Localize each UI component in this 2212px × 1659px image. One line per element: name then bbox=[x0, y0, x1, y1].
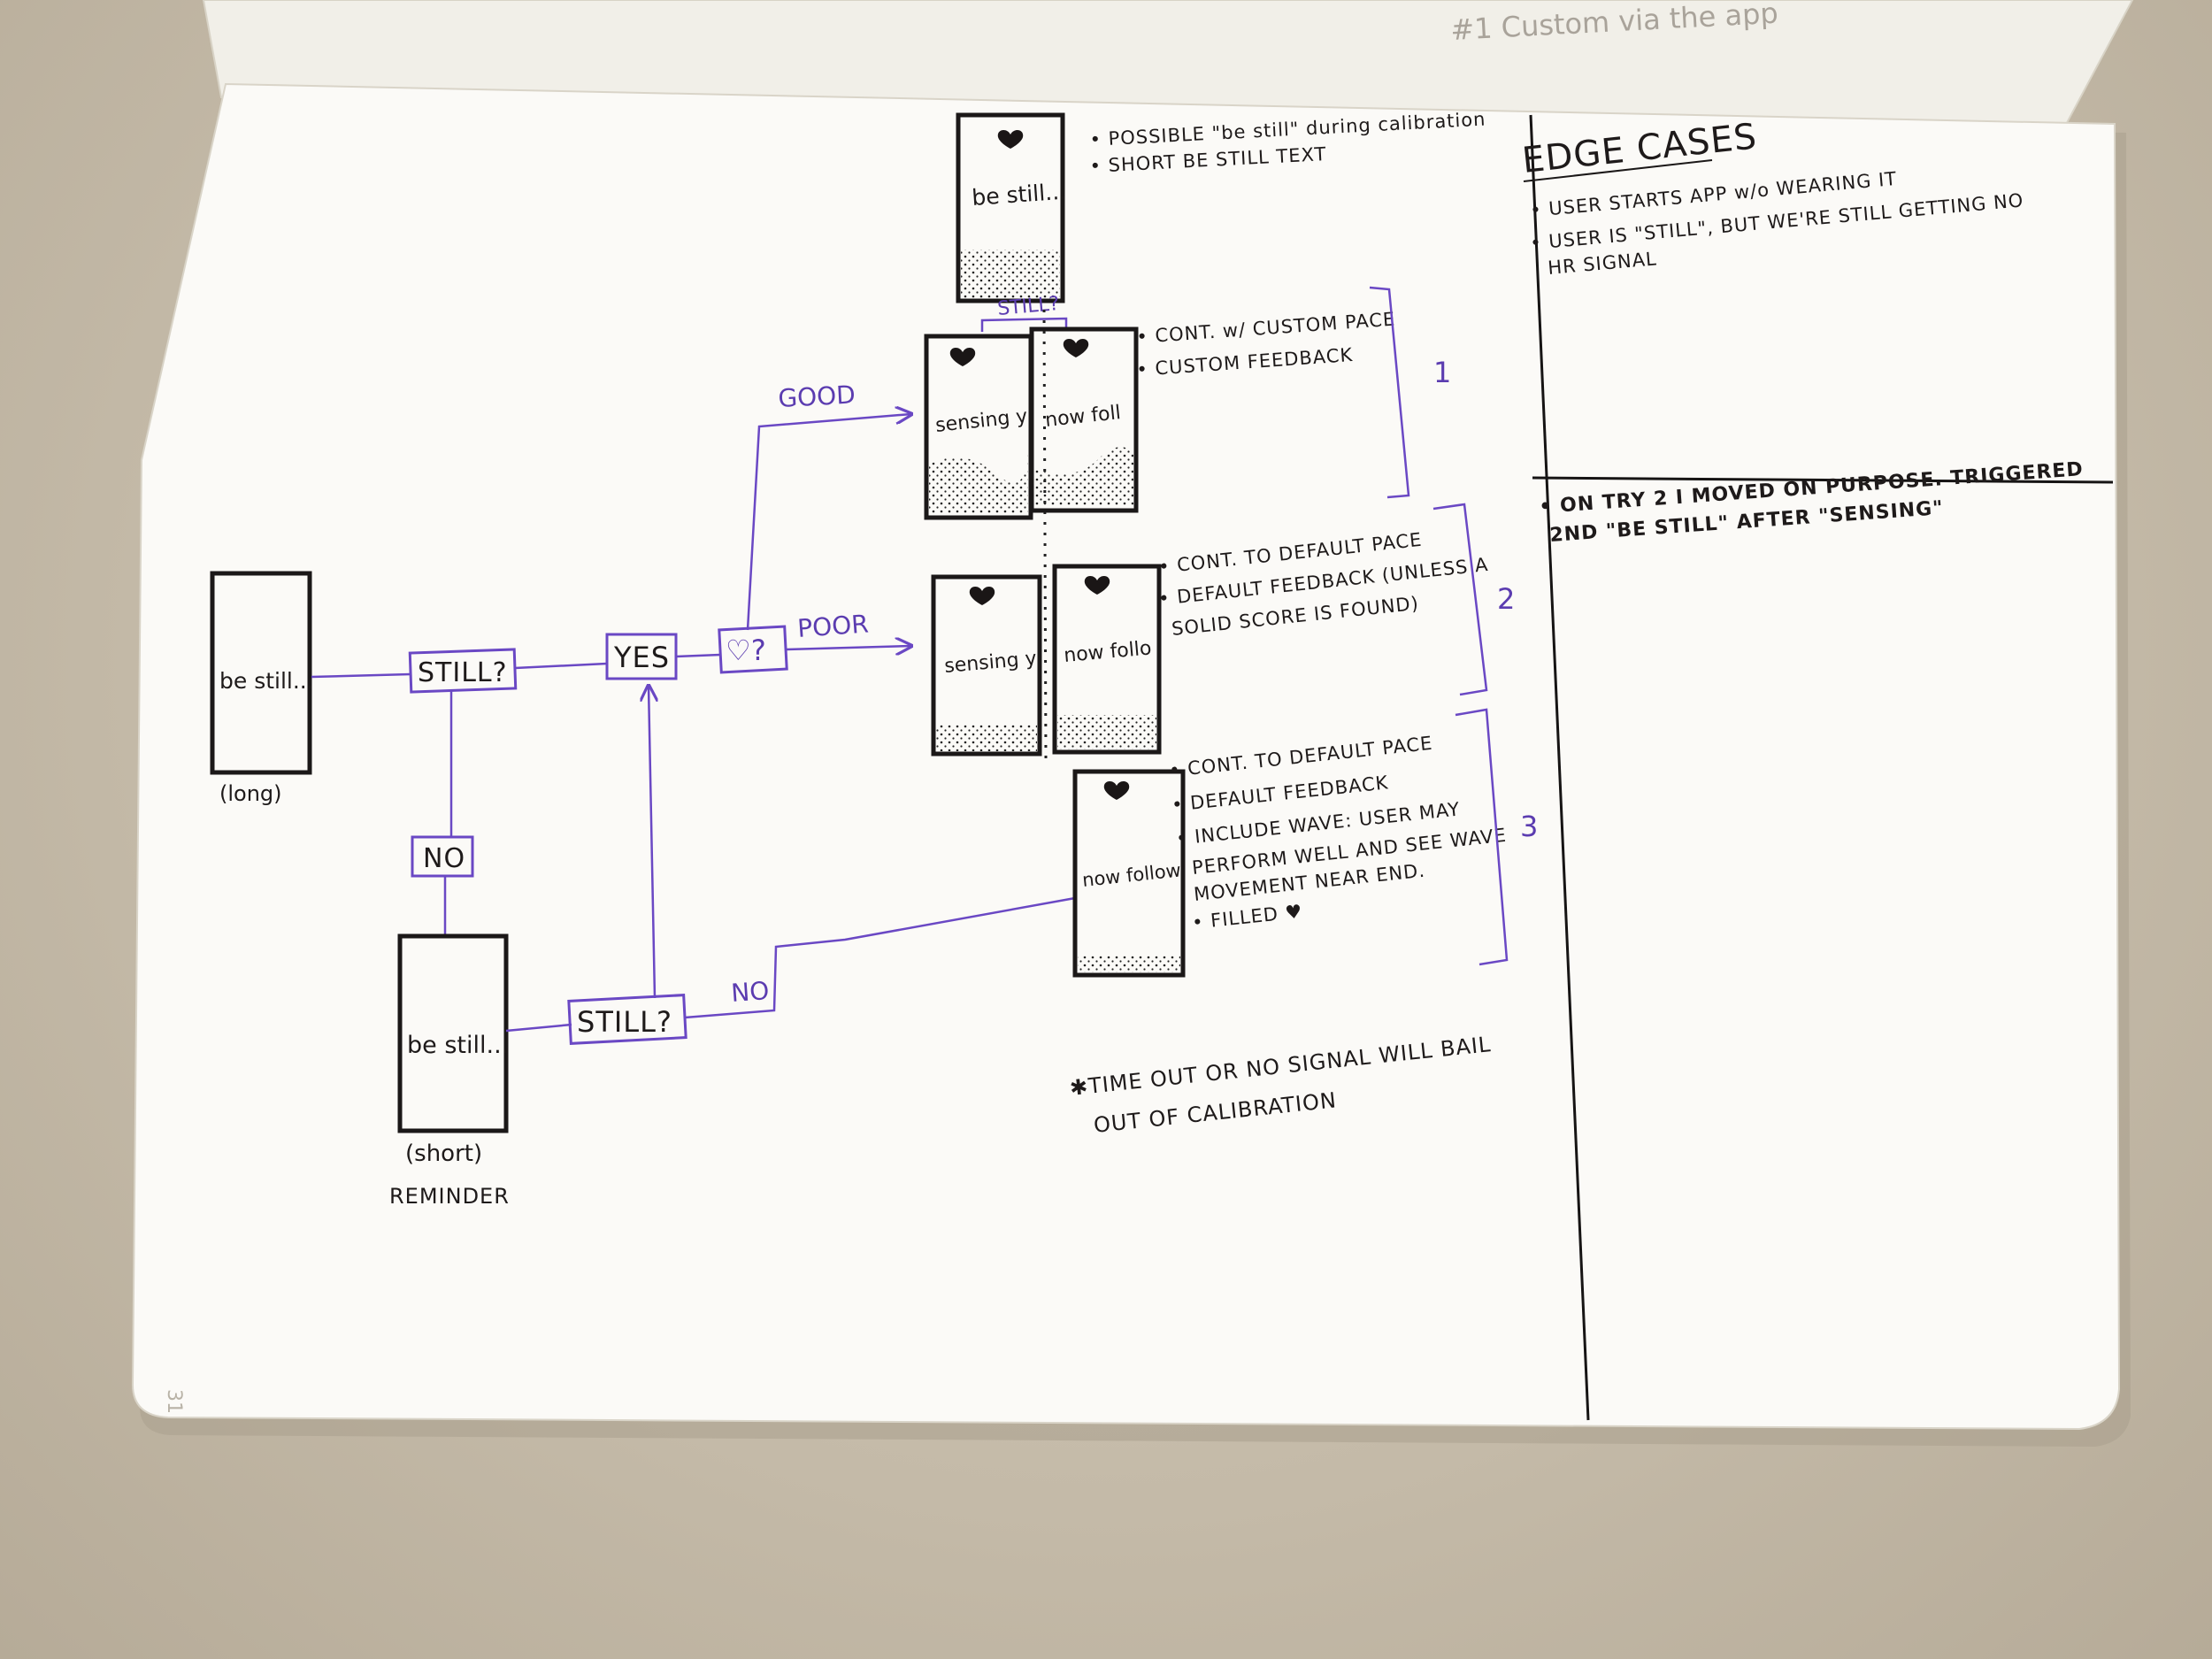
decision-still-2: STILL? bbox=[577, 1005, 672, 1039]
case2-screen-b bbox=[1052, 564, 1162, 755]
decision-still-1-box bbox=[408, 648, 518, 694]
case3-heart-icon bbox=[1103, 780, 1130, 800]
case2-heart-icon bbox=[969, 586, 995, 605]
decision-still-2-box bbox=[567, 994, 687, 1045]
decision-no-1: NO bbox=[423, 843, 465, 874]
case1-number: 1 bbox=[1433, 356, 1451, 389]
reminder-screen-caption: (short) bbox=[405, 1141, 482, 1167]
case3-screen bbox=[1072, 769, 1186, 978]
reminder-screen-short bbox=[397, 933, 509, 1133]
top-screen-heart-icon bbox=[997, 129, 1024, 149]
case1-screen-b bbox=[1029, 326, 1139, 513]
case2-b-heart-icon bbox=[1084, 575, 1110, 595]
still-check-label: STILL? bbox=[996, 293, 1060, 320]
decision-no-2: NO bbox=[730, 976, 770, 1008]
page-number: 31 bbox=[163, 1389, 185, 1414]
start-screen-text: be still... bbox=[219, 668, 314, 694]
case1-b-heart-icon bbox=[1063, 338, 1089, 357]
case2-screen-a bbox=[931, 574, 1042, 757]
start-screen-caption: (long) bbox=[219, 781, 282, 806]
column-divider-vertical bbox=[1529, 114, 1590, 1421]
decision-heart: ♡? bbox=[726, 634, 766, 667]
case2-number: 2 bbox=[1497, 582, 1515, 616]
decision-heart-box bbox=[718, 625, 788, 674]
decision-no-1-box bbox=[411, 835, 474, 878]
top-screen bbox=[956, 112, 1065, 303]
reminder-screen-label: REMINDER bbox=[389, 1184, 510, 1209]
decision-yes: YES bbox=[613, 641, 670, 674]
case3-number: 3 bbox=[1520, 810, 1538, 843]
notebook-page bbox=[131, 82, 2121, 1431]
case1-heart-icon bbox=[949, 347, 976, 366]
start-screen-long bbox=[210, 571, 312, 775]
reminder-screen-text: be still... bbox=[407, 1032, 509, 1059]
branch-good: GOOD bbox=[778, 380, 856, 413]
decision-still-1: STILL? bbox=[418, 657, 508, 688]
column-divider-horizontal bbox=[1532, 476, 2114, 484]
branch-poor: POOR bbox=[796, 609, 870, 643]
